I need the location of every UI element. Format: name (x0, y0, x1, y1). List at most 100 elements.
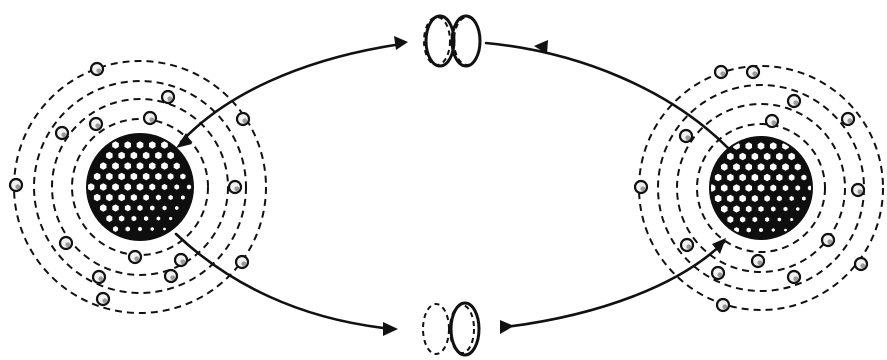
nucleus-cell (801, 174, 807, 181)
nucleus-cell (173, 162, 180, 170)
nucleus-cell (137, 204, 143, 211)
nucleus-cell (175, 205, 180, 210)
electron-icon (162, 91, 174, 103)
nucleus-cell (777, 217, 782, 222)
electron-icon (788, 95, 800, 107)
electron-shading (242, 118, 247, 123)
nucleus-cell (155, 194, 161, 201)
nucleus-cell (124, 204, 131, 212)
nucleus-cell (100, 183, 108, 192)
nucleus-cell (167, 173, 174, 181)
nucleus-cell (174, 184, 180, 191)
electron-shading (234, 186, 239, 191)
top-exchange-particle-icon (424, 16, 480, 66)
nucleus-cell (149, 183, 156, 191)
electron-shading (717, 272, 722, 277)
nucleus-cell (93, 193, 101, 202)
electron-shading (752, 71, 757, 76)
nucleus-cell (112, 183, 120, 192)
nucleus-cell (770, 142, 778, 151)
nucleus-cell (763, 152, 771, 161)
nucleus-cell (757, 163, 765, 172)
nucleus-cell (759, 227, 764, 232)
nucleus-cell (771, 206, 777, 212)
electron-icon (712, 267, 724, 279)
electron-icon (715, 66, 727, 78)
nucleus-cell (739, 173, 747, 182)
electron-icon (766, 115, 778, 127)
electron-shading (722, 304, 727, 309)
nucleus-cell (788, 174, 795, 182)
electron-icon (788, 271, 800, 283)
nucleus-cell (745, 142, 753, 151)
nucleus-cell (765, 217, 770, 223)
nucleus-cell (150, 205, 156, 211)
nucleus-cell (142, 172, 150, 181)
nucleus-cell (745, 205, 752, 213)
nucleus-cell (721, 184, 729, 193)
nucleus-cell (161, 183, 167, 190)
electron-icon (680, 130, 692, 142)
nucleus-cell (788, 152, 796, 161)
nucleus-cell (733, 205, 740, 213)
nucleus-cell (770, 163, 778, 172)
nucleus-cell (771, 228, 775, 233)
nucleus-cell (794, 163, 801, 171)
nucleus-cell (106, 151, 114, 160)
nucleus-cell (124, 141, 132, 150)
electron-icon (752, 255, 764, 267)
nucleus-cell (714, 173, 722, 182)
nucleus-cell (789, 195, 794, 201)
electron-icon (90, 118, 102, 130)
nucleus-cell (757, 142, 765, 151)
electron-shading (827, 239, 832, 244)
electron-shading (96, 68, 101, 73)
nucleus-cell (795, 185, 801, 192)
electron-icon (852, 184, 864, 196)
nucleus-cell (143, 194, 150, 202)
electron-icon (229, 181, 241, 193)
nucleus-cell (796, 207, 800, 212)
electron-shading (167, 96, 172, 101)
nucleus-cell (757, 184, 765, 193)
nucleus-cell (721, 205, 729, 214)
nucleus-cell (180, 173, 186, 180)
nucleus-cell (740, 216, 746, 223)
bottom-path-left-segment (176, 234, 384, 328)
nucleus-cell (167, 151, 175, 160)
electron-icon (747, 66, 759, 78)
nucleus-cell (112, 162, 120, 171)
electron-icon (144, 112, 156, 124)
electron-shading (640, 186, 645, 191)
electron-shading (180, 259, 185, 264)
nucleus-cell (100, 162, 108, 171)
nucleus-cell (714, 194, 722, 203)
nucleus-cell (782, 163, 790, 172)
nucleus-cell (733, 163, 741, 172)
electron-shading (15, 184, 20, 189)
electron-shading (771, 120, 776, 125)
electron-icon (175, 254, 187, 266)
exchange-ring-dashed (423, 304, 449, 354)
right-nucleus-icon (708, 136, 813, 240)
electron-shading (720, 71, 725, 76)
nucleus-cell (733, 184, 741, 193)
nucleus-cell (783, 206, 788, 212)
nucleus-cell (124, 162, 132, 171)
nucleus-cell (169, 216, 173, 221)
nucleus-cell (136, 183, 144, 192)
electron-icon (236, 256, 248, 268)
electron-shading (149, 117, 154, 122)
arrow-icon (383, 322, 398, 336)
nucleus-cell (112, 204, 119, 212)
electron-icon (822, 234, 834, 246)
nucleus-cell (142, 151, 150, 160)
nucleus-cell (770, 184, 777, 192)
nucleus-cell (149, 141, 157, 150)
nucleus-cell (106, 215, 113, 223)
nucleus-cell (144, 216, 149, 222)
left-nucleus-icon (86, 133, 194, 241)
nucleus-cell (751, 173, 759, 182)
bottom-path-right-segment (506, 242, 724, 327)
